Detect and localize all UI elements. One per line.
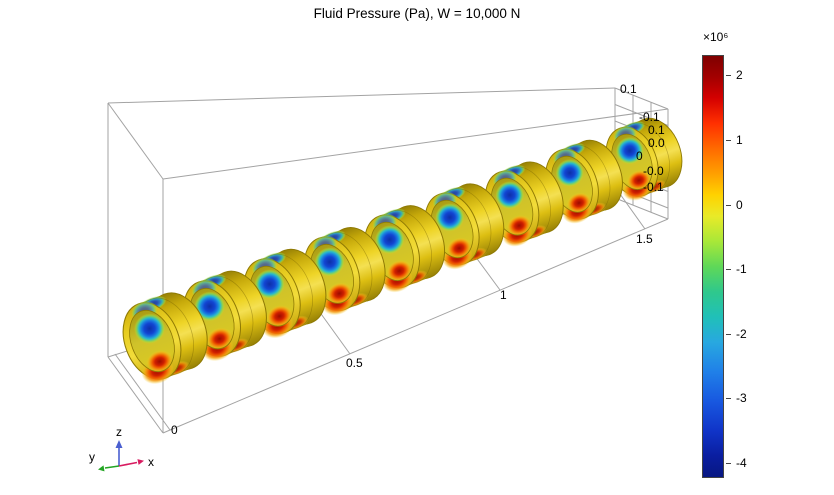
right-axis-tick-6: -0.1	[643, 180, 664, 194]
top-axis-tick: 0.1	[620, 82, 637, 96]
colorbar-tick-2: 2	[726, 68, 743, 82]
colorbar-tick-m4: -4	[726, 456, 747, 470]
triad-x-label: x	[148, 455, 154, 469]
colorbar-gradient	[702, 55, 724, 478]
triad-z-label: z	[116, 425, 122, 439]
view-triad: z x y	[89, 425, 154, 472]
right-axis-tick-5: -0.0	[643, 164, 664, 178]
y-axis-arrow-icon	[98, 465, 105, 472]
colorbar-tick-m1: -1	[726, 262, 747, 276]
x-axis-arrow-icon	[137, 459, 144, 465]
bearing-rings	[111, 109, 693, 391]
x-axis-tick-0_5: 0.5	[346, 356, 363, 370]
right-axis-tick-2: 0.1	[648, 123, 665, 137]
colorbar-exponent: ×10⁶	[703, 30, 729, 44]
colorbar-tick-m2: -2	[726, 327, 747, 341]
x-axis-tick-0: 0	[171, 423, 178, 437]
triad-y-label: y	[89, 450, 95, 464]
right-axis-tick-3: 0.0	[648, 136, 665, 150]
axis-tick-labels: 0 0.5 1 1.5 0.1 -0.1 0.1 0.0 0 -0.0 -0.1	[171, 82, 665, 437]
x-axis-tick-1: 1	[500, 288, 507, 302]
colorbar-tick-m3: -3	[726, 391, 747, 405]
colorbar: ×10⁶ 2 1 0 -1 -2 -3 -4	[702, 30, 797, 492]
plot-title: Fluid Pressure (Pa), W = 10,000 N	[313, 6, 521, 21]
z-axis-arrow-icon	[115, 440, 123, 448]
right-axis-tick-1: -0.1	[639, 110, 660, 124]
x-axis-tick-1_5: 1.5	[636, 232, 653, 246]
colorbar-tick-1: 1	[726, 133, 743, 147]
right-axis-tick-4: 0	[636, 149, 643, 163]
colorbar-tick-0: 0	[726, 198, 743, 212]
